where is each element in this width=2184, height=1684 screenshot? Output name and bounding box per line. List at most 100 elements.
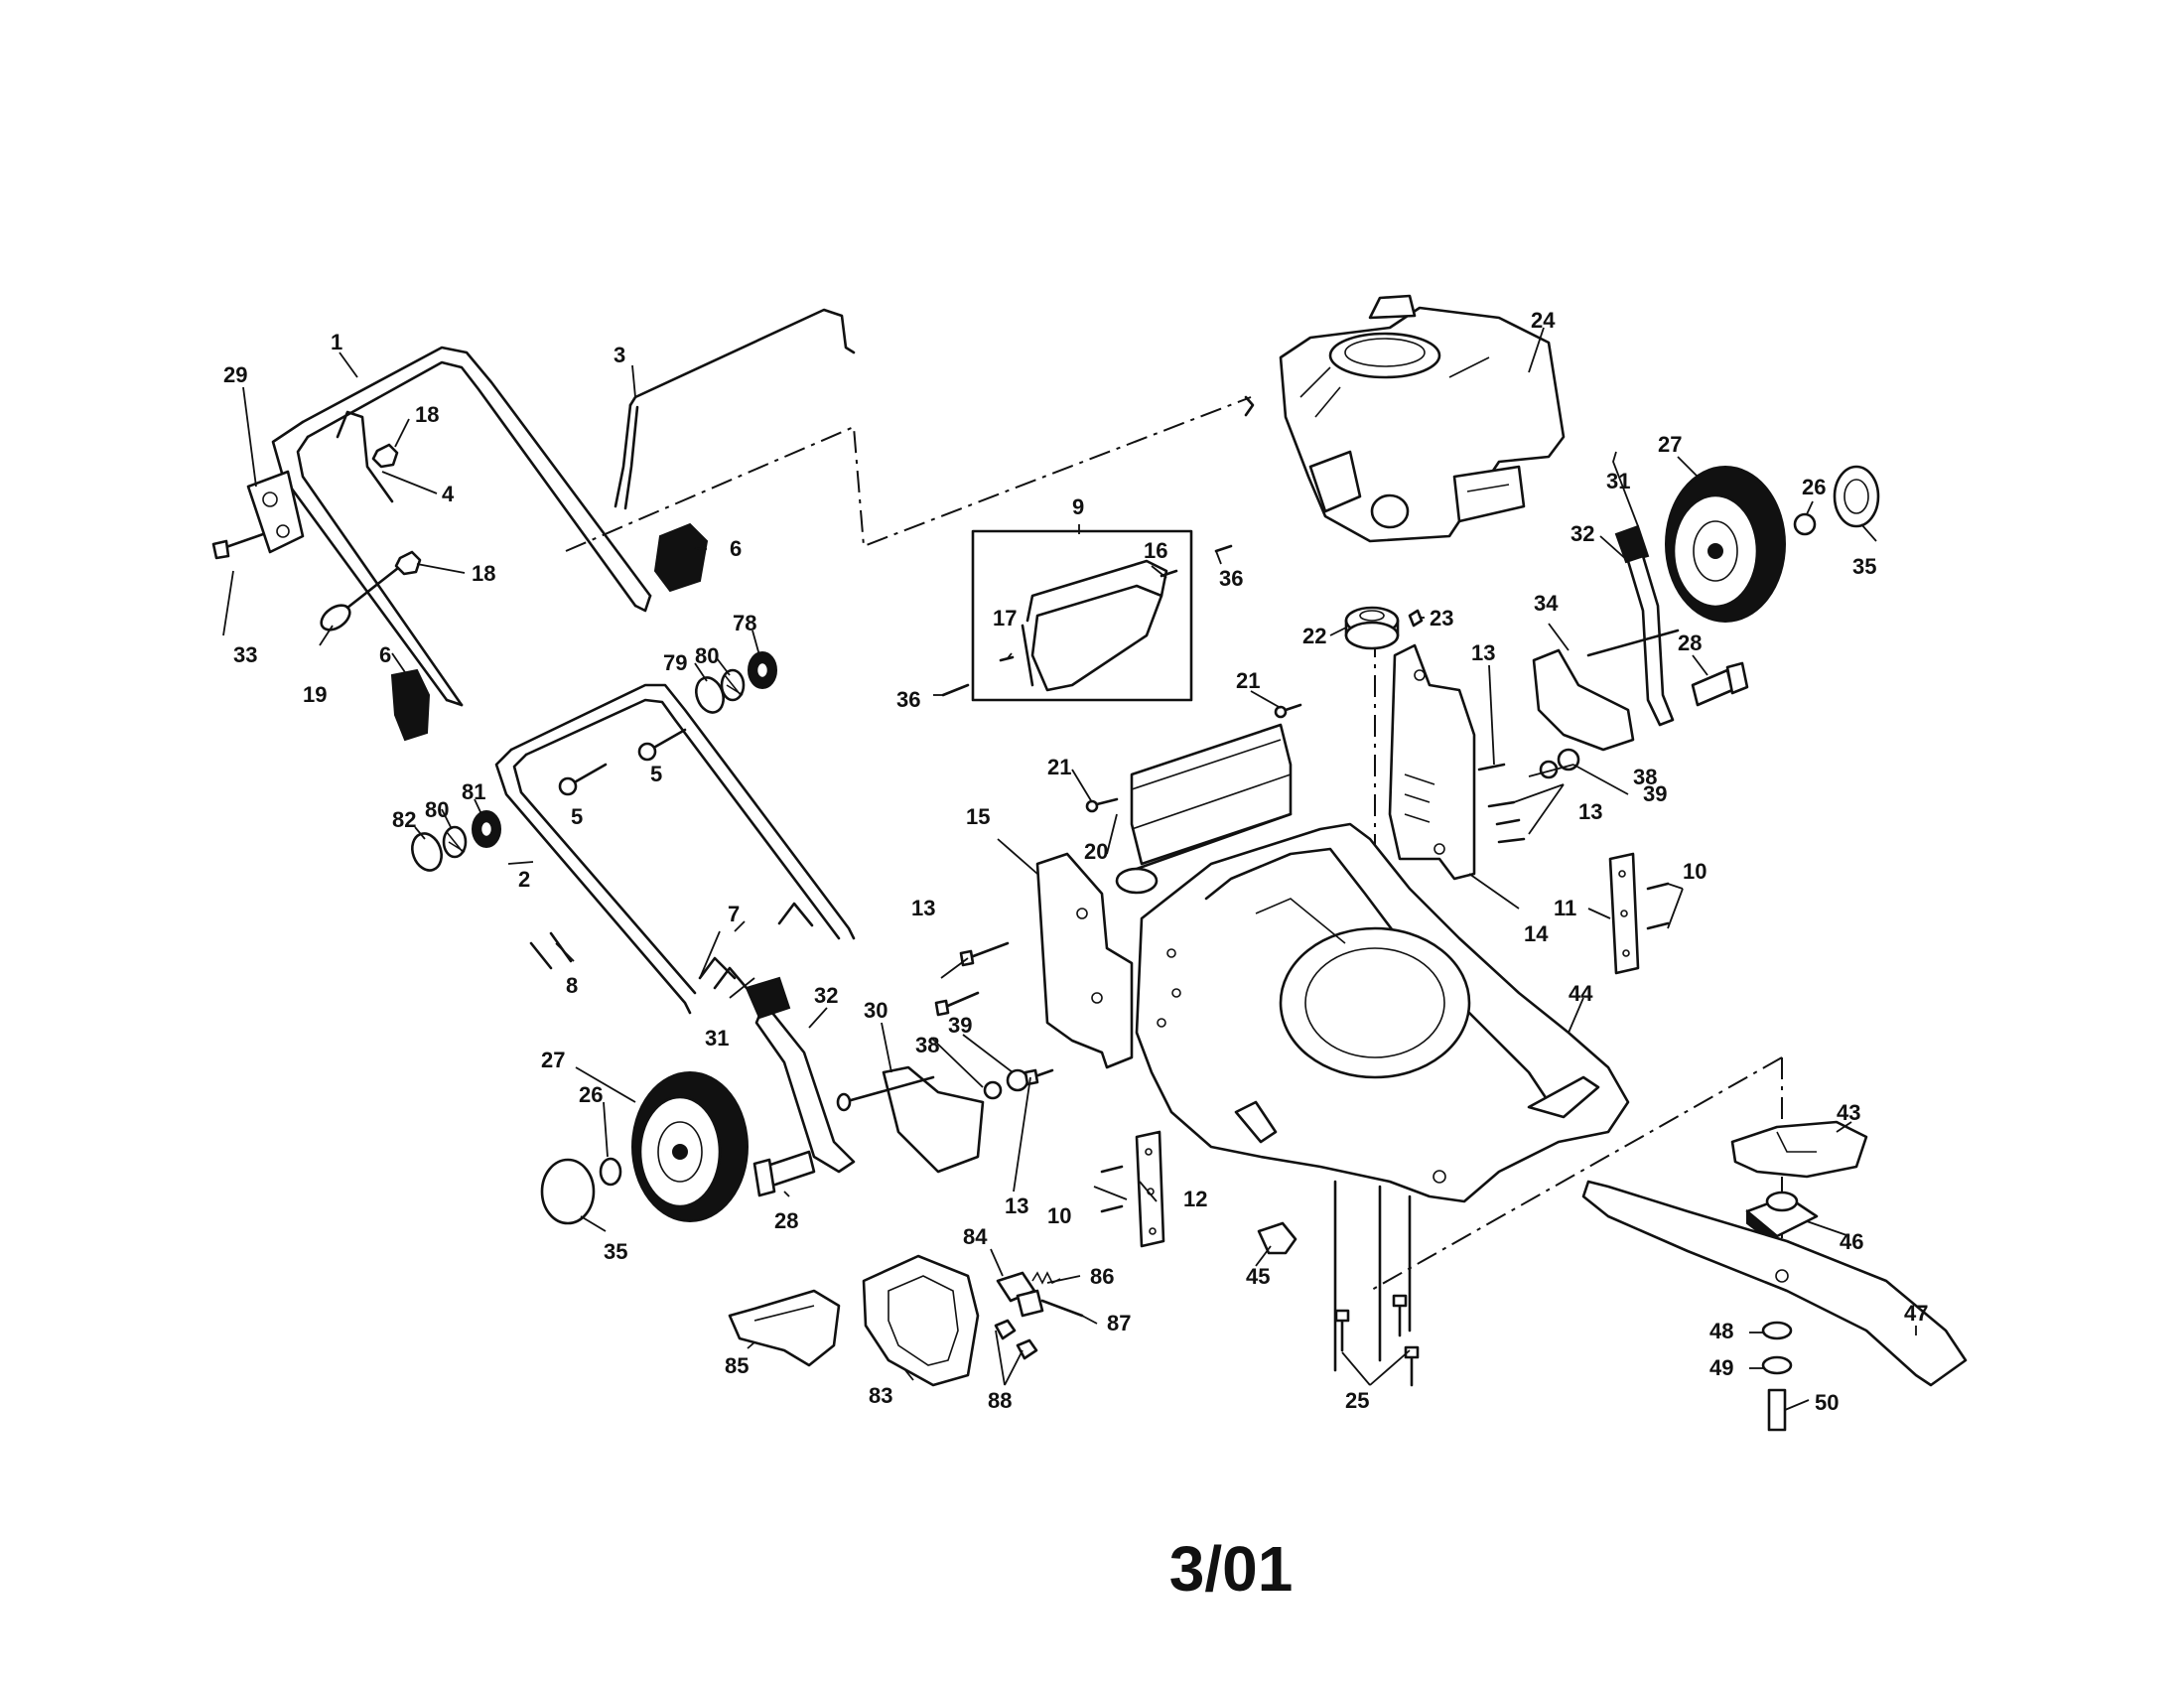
- callout-79: 79: [663, 650, 687, 675]
- callout-4: 4: [442, 482, 455, 506]
- screws-21: [1085, 703, 1302, 813]
- callout-13b: 13: [1005, 1193, 1028, 1218]
- callout-28a: 28: [774, 1208, 798, 1233]
- callout-46: 46: [1840, 1229, 1863, 1254]
- callout-84: 84: [963, 1224, 988, 1249]
- assembly-line-blade: [1369, 1056, 1783, 1292]
- hinge-bracket-11: [1608, 852, 1640, 975]
- cable-clip: [336, 410, 394, 503]
- callout-26b: 26: [1802, 475, 1826, 499]
- callout-50: 50: [1815, 1390, 1839, 1415]
- callout-20: 20: [1084, 839, 1108, 864]
- engine: [1244, 294, 1566, 543]
- callout-23: 23: [1430, 606, 1453, 631]
- shoulder-bolt-28-right: [1691, 661, 1749, 707]
- hubcap-35-left: [540, 1158, 596, 1225]
- callout-47: 47: [1904, 1301, 1928, 1326]
- washers-48-49: [1761, 1321, 1793, 1375]
- callout-80b: 80: [425, 797, 449, 822]
- hubcap-35-right: [1833, 465, 1880, 528]
- callout-25: 25: [1345, 1388, 1369, 1413]
- blade-adapter-43: [1730, 1120, 1868, 1179]
- axle-bracket-right: [1532, 629, 1680, 752]
- callout-14: 14: [1524, 921, 1549, 946]
- callout-7: 7: [728, 902, 740, 926]
- assembly-line-handle-engine: [565, 396, 1252, 552]
- hinge-84: [996, 1271, 1044, 1318]
- mower-deck: [1135, 822, 1630, 1372]
- clips-7: [698, 902, 814, 990]
- rear-deflector: [1115, 723, 1293, 895]
- handle-knob-lower: [390, 668, 431, 742]
- callout-43: 43: [1837, 1100, 1860, 1125]
- callout-6a: 6: [730, 536, 742, 561]
- wheel-left: [631, 1071, 749, 1222]
- callout-86: 86: [1090, 1264, 1114, 1289]
- callout-1: 1: [331, 330, 342, 354]
- engine-pulley: [1344, 606, 1424, 650]
- callout-18b: 18: [472, 561, 495, 586]
- screw-36-bottom: [941, 683, 970, 697]
- nuts-88: [994, 1319, 1038, 1360]
- callout-35a: 35: [604, 1239, 627, 1264]
- pin-17: [999, 655, 1015, 662]
- callout-5b: 5: [650, 762, 662, 786]
- knob-assembly-upper: [695, 651, 777, 714]
- callout-27b: 27: [1658, 432, 1682, 457]
- callout-29: 29: [223, 362, 247, 387]
- callout-3: 3: [614, 343, 625, 367]
- callout-44: 44: [1569, 981, 1593, 1006]
- callout-21b: 21: [1047, 755, 1071, 779]
- callout-48: 48: [1709, 1319, 1733, 1343]
- callout-2: 2: [518, 867, 530, 892]
- carriage-bolt-5: [558, 728, 687, 796]
- callout-19: 19: [303, 682, 327, 707]
- mulch-plug-83: [862, 1254, 980, 1387]
- callout-labels: 1 2 3 4 5 5 6 6 7 8 9 10 10 11 12 13 13 …: [223, 308, 1928, 1415]
- washer-26-right: [1793, 512, 1817, 536]
- callout-36b: 36: [896, 687, 920, 712]
- date-code: 3/01: [1169, 1533, 1294, 1605]
- callout-9: 9: [1072, 494, 1084, 519]
- pins-8: [529, 931, 573, 970]
- callout-28b: 28: [1678, 631, 1702, 655]
- callout-6b: 6: [379, 642, 391, 667]
- callout-31b: 31: [1606, 469, 1630, 493]
- callout-31a: 31: [705, 1026, 729, 1051]
- callout-12: 12: [1183, 1187, 1207, 1211]
- wheel-right: [1665, 466, 1786, 623]
- callout-36a: 36: [1219, 566, 1243, 591]
- side-plate: [1035, 852, 1134, 1069]
- eyebolt-19: [320, 559, 409, 632]
- callout-39b: 39: [1643, 781, 1667, 806]
- callout-22: 22: [1302, 624, 1326, 648]
- callout-24: 24: [1531, 308, 1556, 333]
- callout-81: 81: [462, 779, 485, 804]
- handle-bracket: [246, 470, 305, 554]
- bolts-13-right: [1477, 763, 1526, 844]
- callout-87: 87: [1107, 1311, 1131, 1335]
- lower-handle: [494, 683, 856, 1015]
- rod-87: [1040, 1299, 1084, 1318]
- callout-18a: 18: [415, 402, 439, 427]
- callout-39a: 39: [948, 1013, 972, 1038]
- callout-13a: 13: [911, 896, 935, 920]
- knob-assembly-lower: [411, 810, 501, 872]
- screw-36-top: [1214, 544, 1233, 553]
- callout-21a: 21: [1236, 668, 1260, 693]
- callout-80a: 80: [695, 643, 719, 668]
- callout-27a: 27: [541, 1048, 565, 1072]
- callout-26a: 26: [579, 1082, 603, 1107]
- callout-83: 83: [869, 1383, 892, 1408]
- callout-13d: 13: [1578, 799, 1602, 824]
- axle-bracket: [836, 1065, 985, 1174]
- callout-32a: 32: [814, 983, 838, 1008]
- washers-left: [983, 1068, 1029, 1100]
- handle-knob-upper: [653, 522, 709, 593]
- callout-16: 16: [1144, 538, 1167, 563]
- callout-17: 17: [993, 606, 1017, 631]
- callout-38b: 38: [1633, 765, 1657, 789]
- hinge-bracket-12: [1135, 1130, 1165, 1248]
- callout-35b: 35: [1852, 554, 1876, 579]
